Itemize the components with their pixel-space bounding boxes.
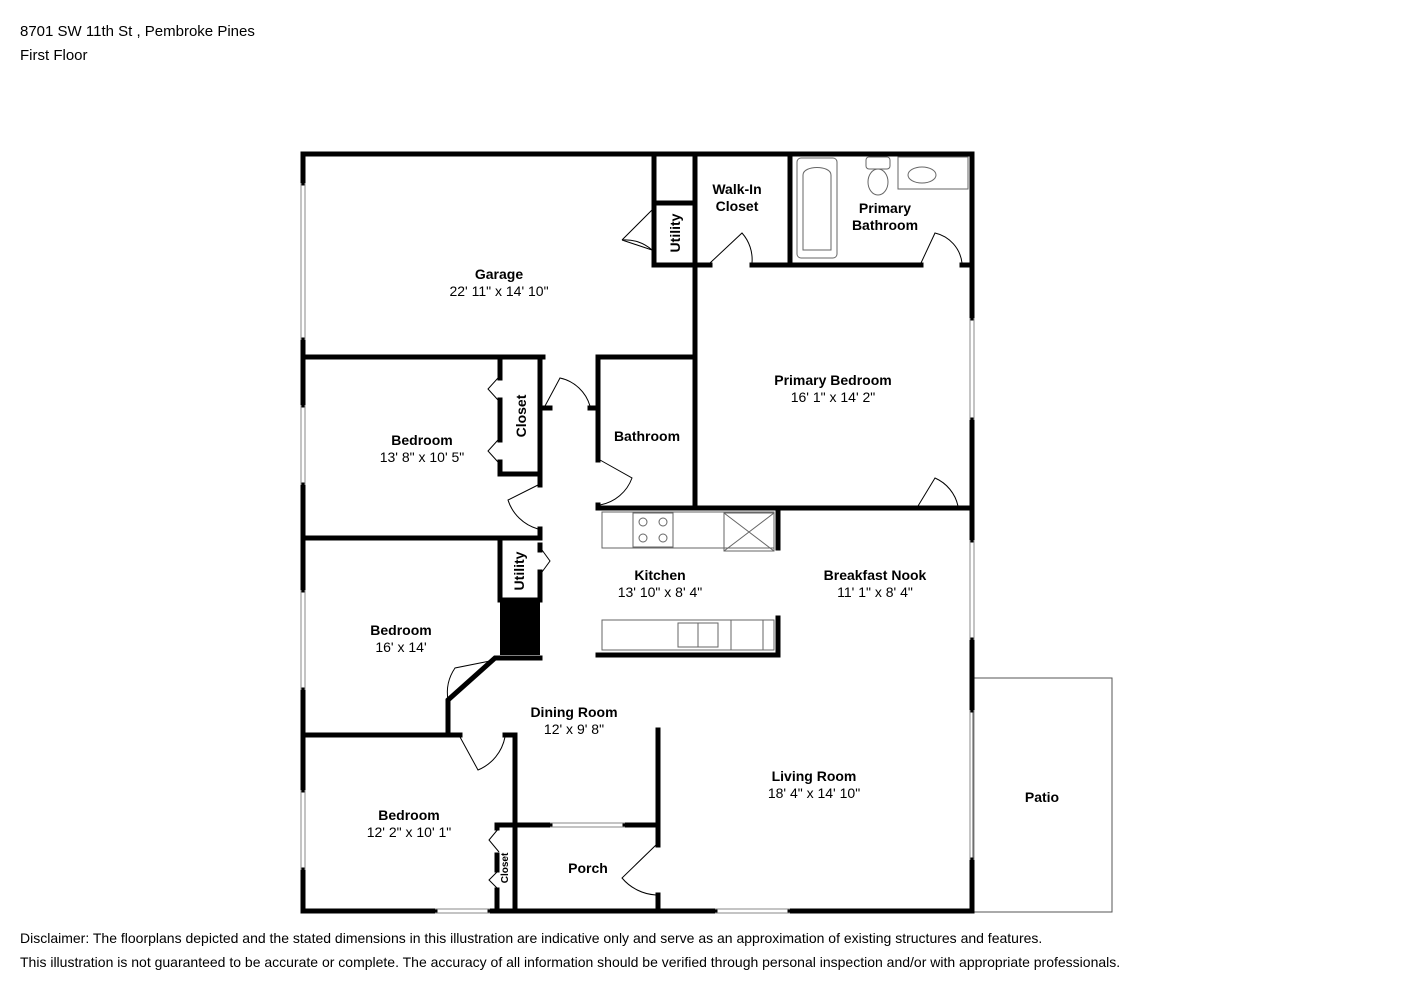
primary-bathroom-label-line2: Bathroom [852,217,918,233]
patio-label: Patio [1025,789,1059,805]
dining-room-label: Dining Room [530,704,617,720]
bedroom-2-dims: 16' x 14' [375,639,426,655]
utility-top-label: Utility [667,213,683,252]
property-address: 8701 SW 11th St , Pembroke Pines [20,23,255,40]
toilet [865,156,891,170]
living-room-label: Living Room [772,768,857,784]
bedroom-3-label: Bedroom [378,807,439,823]
disclaimer-line-2: This illustration is not guaranteed to b… [20,954,1121,970]
walk-in-closet-label-line2: Closet [716,198,759,214]
disclaimer-line-1: Disclaimer: The floorplans depicted and … [20,930,1043,946]
refrigerator [723,512,775,552]
kitchen-label: Kitchen [634,567,685,583]
garage-label: Garage [475,266,523,282]
kitchen-dims: 13' 10" x 8' 4" [618,584,703,600]
bathtub [796,157,838,259]
bedroom-1-dims: 13' 8" x 10' 5" [380,449,465,465]
walls [300,151,975,914]
range-stove [632,512,674,548]
doors [446,209,963,896]
primary-bedroom-dims: 16' 1" x 14' 2" [791,389,876,405]
windows [300,183,975,914]
closet-2-label: Closet [500,852,511,883]
floor-label: First Floor [20,47,88,64]
bedroom-3-dims: 12' 2" x 10' 1" [367,824,452,840]
walk-in-closet-label-line1: Walk-In [712,181,761,197]
bathroom-label: Bathroom [614,428,680,444]
living-room-dims: 18' 4" x 14' 10" [768,785,860,801]
kitchen-counter-upper [601,511,775,549]
mechanical-chase [500,600,540,655]
breakfast-nook-label: Breakfast Nook [824,567,927,583]
primary-bathroom-label-line1: Primary [859,200,911,216]
patio-area [972,677,1113,913]
fixtures [601,156,969,651]
dining-room-dims: 12' x 9' 8" [544,721,604,737]
closet-1-label: Closet [513,394,529,437]
breakfast-nook-dims: 11' 1" x 8' 4" [837,584,913,600]
garage-dims: 22' 11" x 14' 10" [449,283,548,299]
bedroom-2-label: Bedroom [370,622,431,638]
bedroom-1-label: Bedroom [391,432,452,448]
dishwasher [730,619,764,651]
utility-mid-label: Utility [511,551,527,590]
vanity-sink [897,156,969,190]
kitchen-island [601,619,775,651]
porch-label: Porch [568,860,608,876]
primary-bedroom-label: Primary Bedroom [774,372,891,388]
